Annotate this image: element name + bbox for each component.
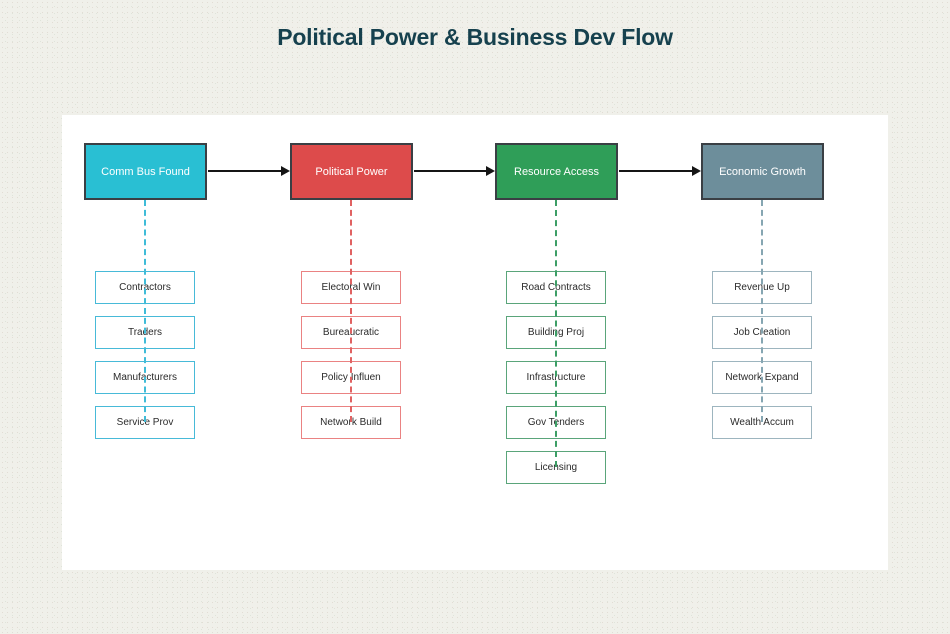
stage-node-political-power[interactable]: Political Power	[290, 143, 413, 200]
dashed-connector-economic-growth	[761, 200, 763, 422]
diagram-canvas: Comm Bus Found Political Power Resource …	[62, 115, 888, 570]
item-label: Licensing	[534, 462, 578, 473]
stage-node-resource-access[interactable]: Resource Access	[495, 143, 618, 200]
stage-label: Comm Bus Found	[101, 165, 190, 178]
stage-node-economic-growth[interactable]: Economic Growth	[701, 143, 824, 200]
stage-label: Resource Access	[514, 165, 599, 178]
item-label: Network Build	[320, 417, 382, 428]
dashed-connector-political-power	[350, 200, 352, 422]
stage-label: Political Power	[315, 165, 388, 178]
dashed-connector-resource-access	[555, 200, 557, 467]
stage-node-comm-bus-found[interactable]: Comm Bus Found	[84, 143, 207, 200]
flow-arrow-3	[619, 166, 701, 176]
diagram-title: Political Power & Business Dev Flow	[277, 24, 673, 50]
item-label: Service Prov	[116, 417, 174, 428]
dashed-connector-comm-bus-found	[144, 200, 146, 422]
stage-label: Economic Growth	[719, 165, 806, 178]
flow-arrow-1	[208, 166, 290, 176]
flow-arrow-2	[414, 166, 495, 176]
item-label: Wealth Accum	[730, 417, 794, 428]
